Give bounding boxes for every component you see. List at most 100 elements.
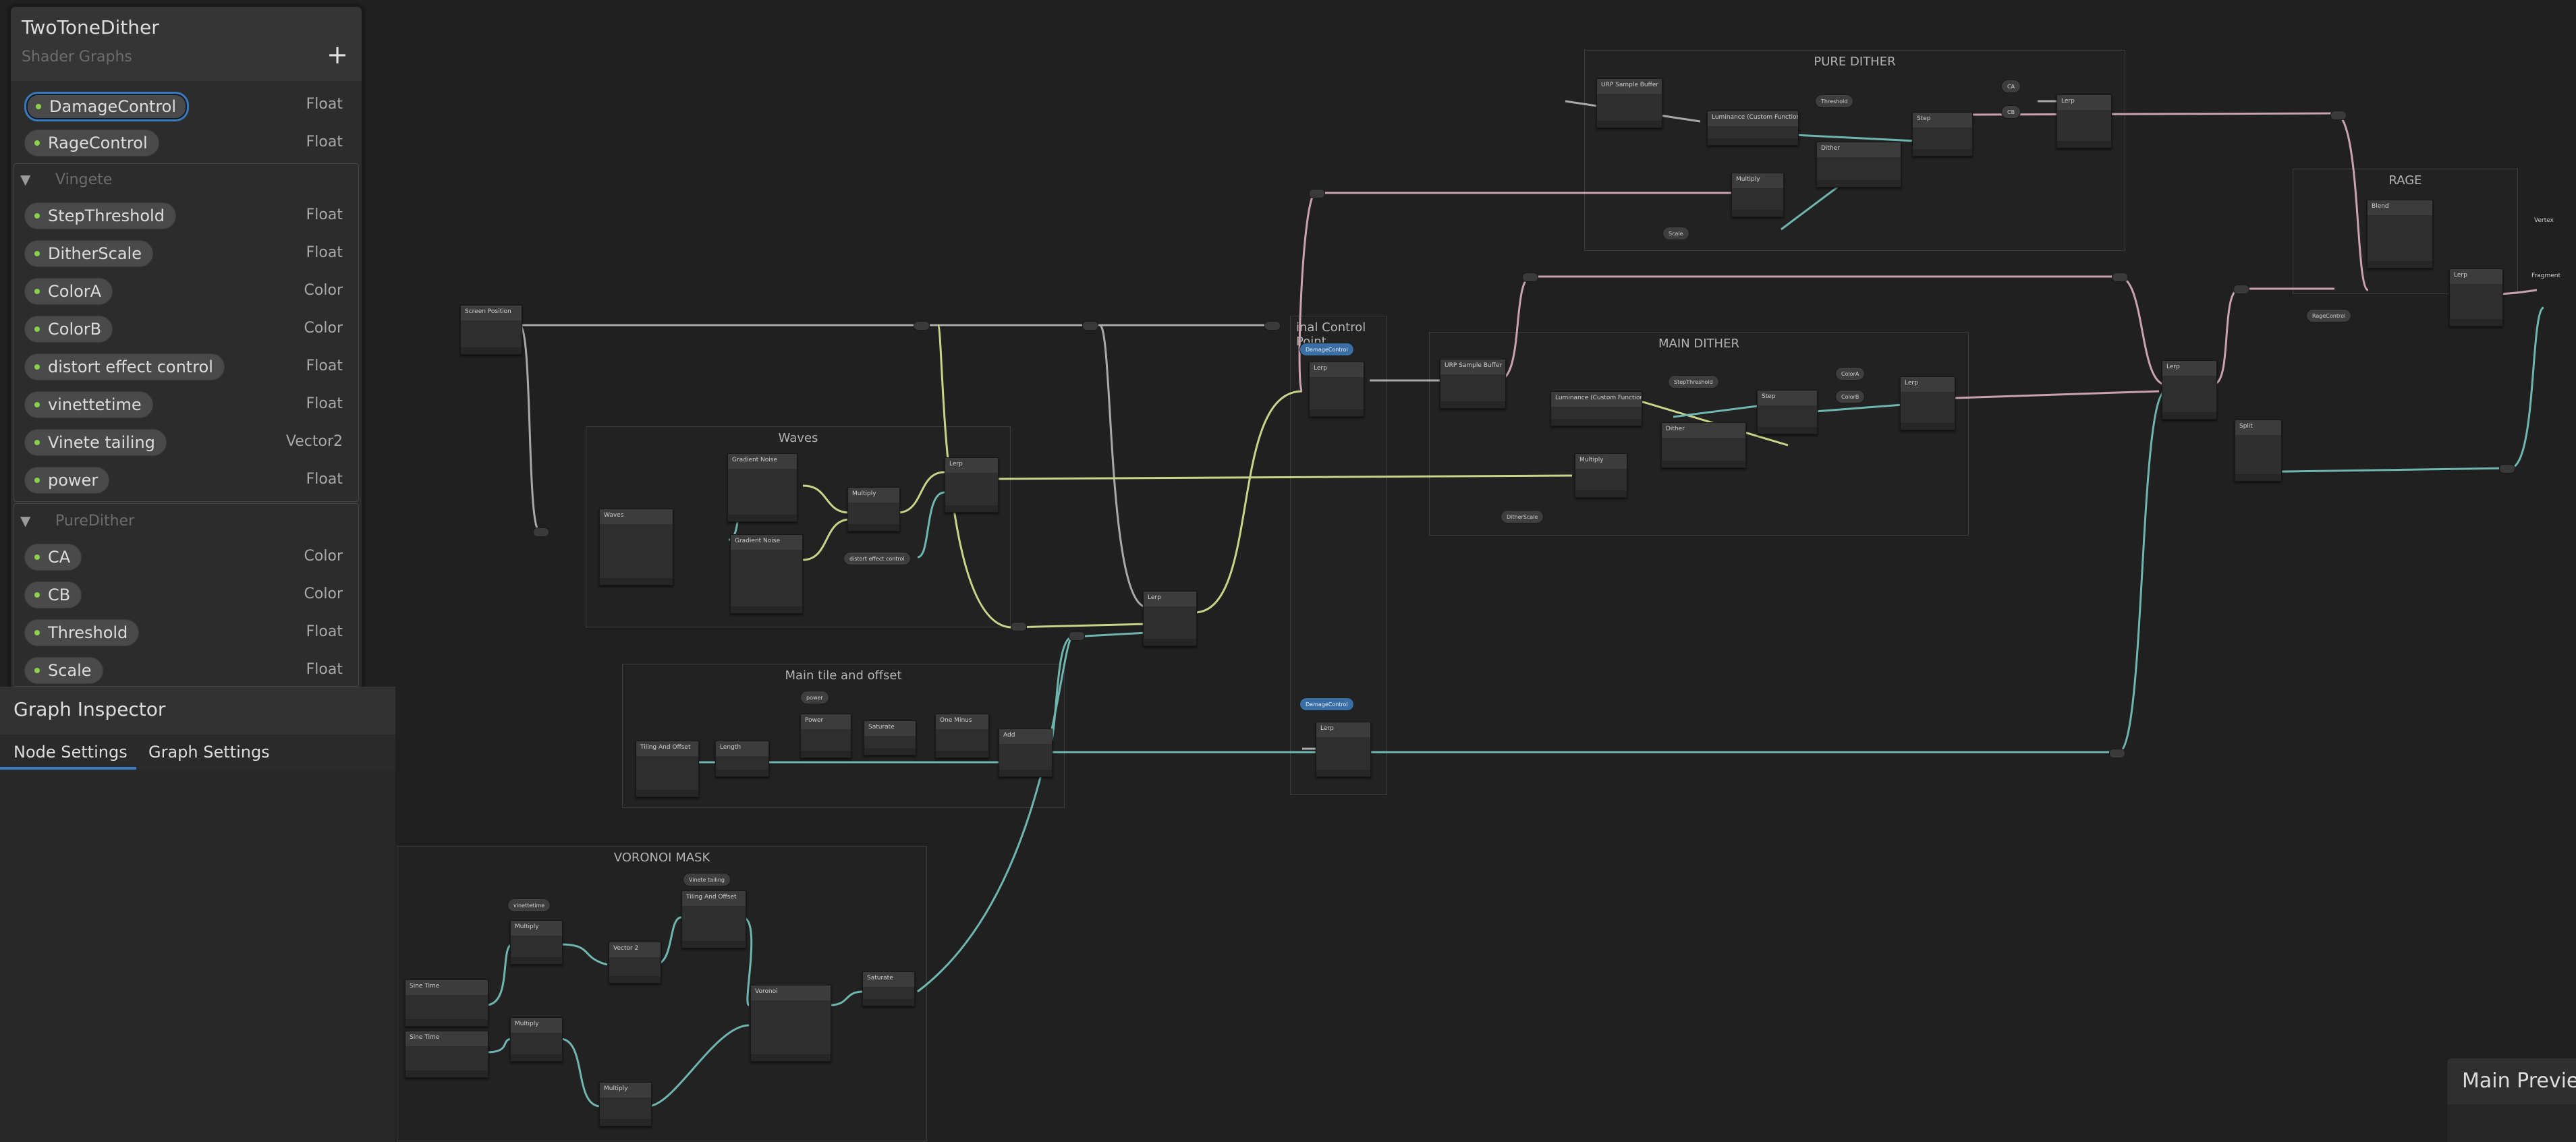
property-row[interactable]: ColorA Color — [11, 273, 362, 310]
property-row[interactable]: Scale Float — [11, 652, 362, 689]
waves-node[interactable]: Waves — [599, 509, 673, 586]
property-row[interactable]: power Float — [11, 461, 362, 499]
property-row[interactable]: CB Color — [11, 576, 362, 614]
property-row[interactable]: Threshold Float — [11, 614, 362, 652]
multiply-node[interactable]: Multiply — [1731, 173, 1784, 217]
property-node-damage-control[interactable]: DamageControl — [1299, 697, 1354, 711]
reroute-node[interactable] — [1069, 631, 1085, 641]
lerp-node[interactable]: Lerp — [1900, 376, 1955, 430]
gradient-noise-node[interactable]: Gradient Noise — [727, 453, 797, 522]
property-pill[interactable]: StepThreshold — [24, 202, 176, 229]
step-node[interactable]: Step — [1757, 390, 1818, 434]
property-node-dither-scale[interactable]: DitherScale — [1501, 510, 1544, 523]
expand-arrow-icon[interactable]: ▼ — [20, 171, 31, 188]
dither-node[interactable]: Dither — [1661, 422, 1746, 468]
reroute-node[interactable] — [1309, 189, 1325, 198]
lerp-node[interactable]: Lerp — [945, 457, 999, 513]
property-node-vinete-tailing[interactable]: Vinete tailing — [683, 873, 731, 886]
graph-inspector-panel[interactable]: Graph Inspector Node Settings Graph Sett… — [0, 687, 395, 1142]
property-row[interactable]: StepThreshold Float — [11, 197, 362, 235]
reroute-node[interactable] — [2109, 749, 2125, 758]
tab-graph-settings[interactable]: Graph Settings — [148, 743, 270, 762]
lerp-node[interactable]: Lerp — [1309, 362, 1364, 417]
reroute-node[interactable] — [1264, 321, 1281, 331]
category-header[interactable]: ▼ Vingete — [11, 165, 362, 196]
property-node-distort[interactable]: distort effect control — [843, 552, 911, 565]
property-node-ca[interactable]: CA — [2001, 80, 2021, 93]
property-pill[interactable]: CA — [24, 544, 82, 571]
reroute-node[interactable] — [1011, 622, 1027, 631]
gradient-noise-node[interactable]: Gradient Noise — [730, 534, 803, 614]
reroute-node[interactable] — [1522, 273, 1538, 282]
property-node-color-b[interactable]: ColorB — [1835, 390, 1866, 403]
property-row[interactable]: DamageControl Float — [11, 86, 362, 124]
property-pill[interactable]: RageControl — [24, 130, 159, 156]
property-row[interactable]: ColorB Color — [11, 310, 362, 348]
property-row[interactable]: CA Color — [11, 538, 362, 576]
blackboard-panel[interactable]: TwoToneDither Shader Graphs + DamageCont… — [9, 5, 363, 689]
lerp-node[interactable]: Lerp — [2162, 360, 2217, 420]
screen-position-node[interactable]: Screen Position — [460, 305, 522, 355]
add-node[interactable]: Add — [999, 729, 1053, 777]
multiply-node[interactable]: Multiply — [510, 920, 563, 965]
main-preview-panel[interactable]: Main Preview — [2446, 1058, 2576, 1142]
property-row[interactable]: vinettetime Float — [11, 386, 362, 424]
property-node-vinettetime[interactable]: vinettetime — [507, 898, 551, 912]
one-minus-node[interactable]: One Minus — [935, 714, 989, 758]
property-pill[interactable]: ColorB — [24, 316, 113, 343]
vector2-node[interactable]: Vector 2 — [609, 942, 661, 983]
property-node-cb[interactable]: CB — [2001, 105, 2021, 119]
urp-sample-buffer-node[interactable]: URP Sample Buffer — [1440, 359, 1506, 409]
split-node[interactable]: Split — [2235, 420, 2282, 482]
property-pill[interactable]: ColorA — [24, 278, 113, 305]
property-node-rage-control[interactable]: RageControl — [2306, 309, 2352, 322]
category-header[interactable]: ▼ PureDither — [11, 506, 362, 537]
dither-node[interactable]: Dither — [1816, 142, 1901, 188]
property-pill[interactable]: power — [24, 467, 110, 494]
reroute-node[interactable] — [1082, 321, 1098, 331]
property-node-step-threshold[interactable]: StepThreshold — [1668, 375, 1719, 389]
reroute-node[interactable] — [914, 321, 930, 331]
property-node-color-a[interactable]: ColorA — [1835, 367, 1866, 380]
saturate-node[interactable]: Saturate — [862, 971, 915, 1006]
reroute-node[interactable] — [2112, 273, 2128, 282]
multiply-node[interactable]: Multiply — [510, 1017, 563, 1062]
reroute-node[interactable] — [2330, 111, 2347, 120]
urp-sample-buffer-node[interactable]: URP Sample Buffer — [1596, 78, 1662, 128]
tiling-offset-node[interactable]: Tiling And Offset — [681, 890, 746, 948]
property-pill[interactable]: CB — [24, 581, 82, 608]
property-pill[interactable]: DitherScale — [24, 240, 153, 267]
lerp-node[interactable]: Lerp — [2056, 94, 2112, 148]
step-node[interactable]: Step — [1912, 112, 1973, 156]
tab-node-settings[interactable]: Node Settings — [13, 743, 128, 762]
reroute-node[interactable] — [2233, 285, 2249, 294]
lerp-node[interactable]: Lerp — [2449, 268, 2503, 326]
property-pill[interactable]: Scale — [24, 657, 103, 684]
main-preview-body[interactable] — [2447, 1104, 2576, 1142]
property-pill[interactable]: distort effect control — [24, 353, 225, 380]
property-row[interactable]: DitherScale Float — [11, 235, 362, 273]
reroute-node[interactable] — [2499, 464, 2515, 474]
add-property-button[interactable]: + — [327, 40, 348, 69]
multiply-node[interactable]: Multiply — [1575, 453, 1627, 498]
property-row[interactable]: distort effect control Float — [11, 348, 362, 386]
property-node-scale[interactable]: Scale — [1662, 227, 1689, 240]
property-node-threshold[interactable]: Threshold — [1815, 94, 1854, 108]
voronoi-node[interactable]: Voronoi — [750, 985, 831, 1062]
property-pill[interactable]: Threshold — [24, 619, 140, 646]
luminance-node[interactable]: Luminance (Custom Function) — [1550, 391, 1642, 426]
property-pill[interactable]: vinettetime — [24, 391, 153, 418]
property-pill[interactable]: DamageControl — [24, 92, 190, 121]
sine-time-node[interactable]: Sine Time — [405, 1031, 488, 1078]
tiling-offset-node[interactable]: Tiling And Offset — [636, 741, 699, 797]
length-node[interactable]: Length — [715, 741, 769, 777]
luminance-node[interactable]: Luminance (Custom Function) — [1707, 111, 1799, 146]
sine-time-node[interactable]: Sine Time — [405, 979, 488, 1027]
property-row[interactable]: RageControl Float — [11, 124, 362, 162]
property-node-damage-control[interactable]: DamageControl — [1299, 343, 1354, 356]
multiply-node[interactable]: Multiply — [847, 487, 900, 532]
power-node[interactable]: Power — [800, 714, 851, 758]
property-pill[interactable]: Vinete tailing — [24, 429, 167, 456]
multiply-node[interactable]: Multiply — [599, 1082, 652, 1126]
